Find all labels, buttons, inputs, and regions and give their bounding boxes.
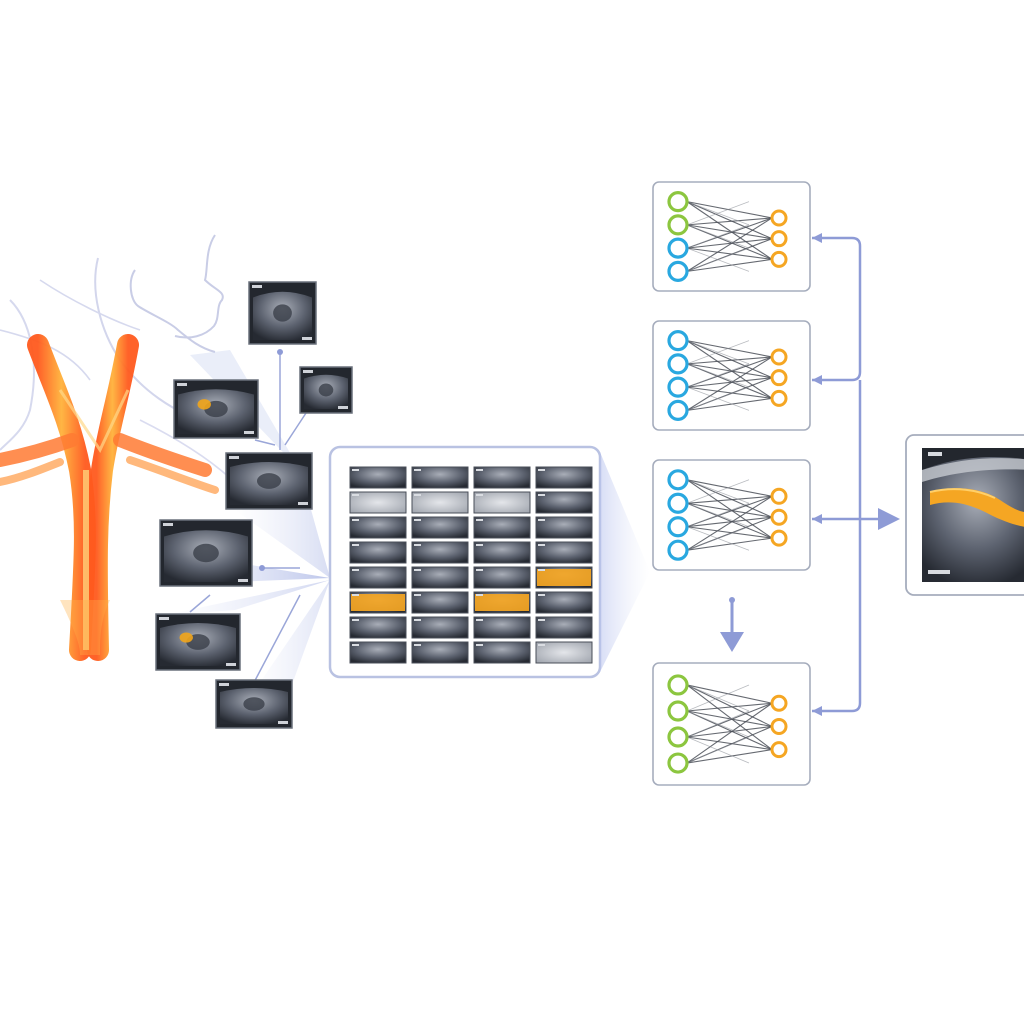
output-node: [770, 348, 788, 366]
input-node: [667, 539, 689, 561]
grid-frame-cell: [411, 566, 469, 589]
grid-frame-cell: [473, 641, 531, 664]
grid-frame-cell: [473, 541, 531, 564]
grid-frame-cell: [411, 591, 469, 614]
grid-frame-cell: [535, 491, 593, 514]
ultrasound-frame-thumbnail: [173, 379, 259, 439]
grid-frame-cell: [473, 616, 531, 639]
neural-network-panel: [652, 181, 811, 292]
output-node: [770, 741, 788, 759]
grid-frame-cell: [535, 516, 593, 539]
output-node: [770, 250, 788, 268]
input-node: [667, 353, 689, 375]
input-node: [667, 469, 689, 491]
grid-frame-cell: [411, 466, 469, 489]
input-node: [667, 726, 689, 748]
input-node: [667, 492, 689, 514]
input-node: [667, 237, 689, 259]
input-node: [667, 330, 689, 352]
input-node: [667, 752, 689, 774]
ultrasound-frame-thumbnail: [299, 366, 353, 414]
frame-grid: [349, 466, 593, 664]
input-node: [667, 376, 689, 398]
input-node: [667, 674, 689, 696]
grid-frame-cell: [473, 591, 531, 614]
ultrasound-frame-thumbnail: [225, 452, 313, 510]
grid-frame-cell: [349, 491, 407, 514]
grid-frame-cell: [349, 591, 407, 614]
grid-frame-cell: [535, 566, 593, 589]
output-node: [770, 487, 788, 505]
output-arrow-icon: [878, 508, 900, 530]
input-node: [667, 214, 689, 236]
input-node: [667, 399, 689, 421]
grid-frame-cell: [349, 616, 407, 639]
grid-frame-cell: [349, 516, 407, 539]
output-node: [770, 209, 788, 227]
neural-network-panel: [652, 662, 811, 786]
grid-frame-cell: [473, 491, 531, 514]
output-node: [770, 529, 788, 547]
grid-frame-cell: [473, 466, 531, 489]
output-node: [770, 717, 788, 735]
grid-frame-cell: [411, 616, 469, 639]
output-node: [770, 389, 788, 407]
output-node: [770, 369, 788, 387]
input-node: [667, 260, 689, 282]
ultrasound-frame-thumbnail: [215, 679, 293, 729]
grid-frame-cell: [535, 616, 593, 639]
grid-frame-cell: [473, 566, 531, 589]
grid-to-network-funnel: [600, 452, 650, 672]
output-node: [770, 230, 788, 248]
ultrasound-frame-thumbnail: [155, 613, 241, 671]
grid-frame-cell: [349, 641, 407, 664]
ultrasound-frame-collection: [155, 281, 353, 729]
input-node: [667, 191, 689, 213]
lesion-highlight: [179, 632, 193, 643]
neural-network-panel: [652, 320, 811, 431]
grid-frame-cell: [411, 491, 469, 514]
grid-frame-cell: [349, 466, 407, 489]
input-node: [667, 700, 689, 722]
ultrasound-frame-thumbnail: [159, 519, 253, 587]
ensemble-connector: [812, 233, 900, 716]
grid-frame-cell: [349, 541, 407, 564]
neural-network-panel: [652, 459, 811, 571]
grid-frame-cell: [349, 566, 407, 589]
ultrasound-frame-thumbnail: [248, 281, 317, 345]
grid-frame-cell: [411, 516, 469, 539]
output-node: [770, 508, 788, 526]
grid-frame-cell: [535, 641, 593, 664]
segmented-ultrasound-output-icon: [905, 434, 1024, 596]
grid-frame-cell: [473, 516, 531, 539]
neural-network-panels: [652, 181, 811, 786]
input-node: [667, 516, 689, 538]
lesion-highlight: [197, 399, 211, 410]
grid-frame-cell: [411, 641, 469, 664]
neck-carotid-anatomy-icon: [0, 234, 231, 661]
grid-frame-cell: [535, 541, 593, 564]
grid-frame-cell: [535, 466, 593, 489]
grid-frame-cell: [411, 541, 469, 564]
down-arrow-icon: [720, 597, 744, 652]
grid-frame-cell: [535, 591, 593, 614]
output-node: [770, 694, 788, 712]
